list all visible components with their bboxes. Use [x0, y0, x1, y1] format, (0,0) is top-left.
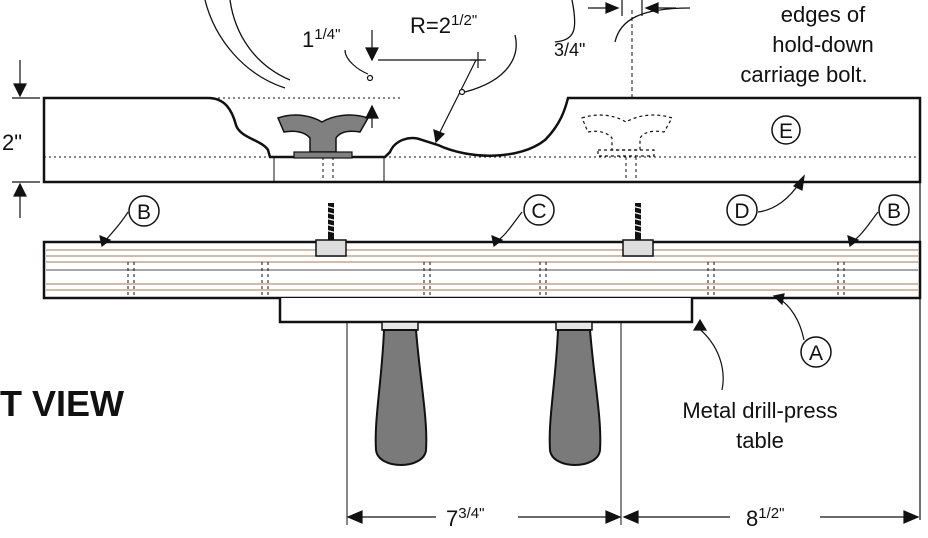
hidden-wing-knob — [581, 114, 673, 157]
callout-E-circle — [771, 115, 801, 145]
wing-knob — [276, 114, 370, 153]
callout-B-left-circle — [128, 195, 160, 227]
base-board — [42, 240, 922, 300]
slot-offset-dimension — [588, 0, 676, 16]
thickness-label: 2" — [2, 130, 22, 155]
table-label-line-2: table — [736, 428, 784, 453]
drill-press-table — [278, 298, 694, 324]
inset-dimension — [344, 30, 482, 128]
table-label-leader — [692, 318, 724, 391]
callout-C-leader — [491, 211, 523, 248]
callout-B-left-leader — [99, 211, 129, 248]
carriage-bolt-left — [315, 203, 347, 257]
note-line-3: carriage bolt. — [740, 62, 867, 87]
callout-B-right-circle — [878, 194, 910, 226]
callout-A-label: A — [809, 342, 823, 365]
view-title: T VIEW — [0, 383, 124, 424]
span-left-label: 73/4" — [446, 505, 484, 531]
thickness-dimension — [12, 60, 40, 218]
table-label-line-1: Metal drill-press — [682, 398, 837, 423]
callout-A-leader — [772, 293, 805, 341]
hold-down-clamp-E — [42, 96, 922, 184]
inset-label: 11/4" — [302, 26, 340, 52]
note-line-2: hold-down — [772, 32, 874, 57]
callout-C-circle — [523, 194, 555, 226]
radius-leader — [433, 52, 486, 144]
handle-right — [548, 321, 602, 466]
note-line-1: edges of — [781, 2, 866, 27]
callout-B-left-label: B — [137, 201, 151, 224]
callout-D-circle — [726, 194, 758, 226]
callout-B-right-label: B — [887, 200, 901, 223]
slot-offset-label: 3/4" — [554, 40, 585, 60]
wing-knob-washer — [293, 151, 353, 159]
callout-B-right-leader — [847, 211, 879, 248]
handle-left — [374, 321, 428, 466]
callout-D-label: D — [734, 200, 749, 223]
bottom-dimensions — [346, 510, 920, 524]
carriage-bolt-right — [622, 203, 654, 257]
callout-C-label: C — [531, 200, 546, 223]
callout-A-circle — [800, 336, 832, 368]
span-right-label: 81/2" — [746, 505, 784, 531]
radius-label: R=21/2" — [410, 12, 477, 38]
callout-E-label: E — [779, 120, 793, 143]
callout-D-leader — [757, 174, 805, 213]
